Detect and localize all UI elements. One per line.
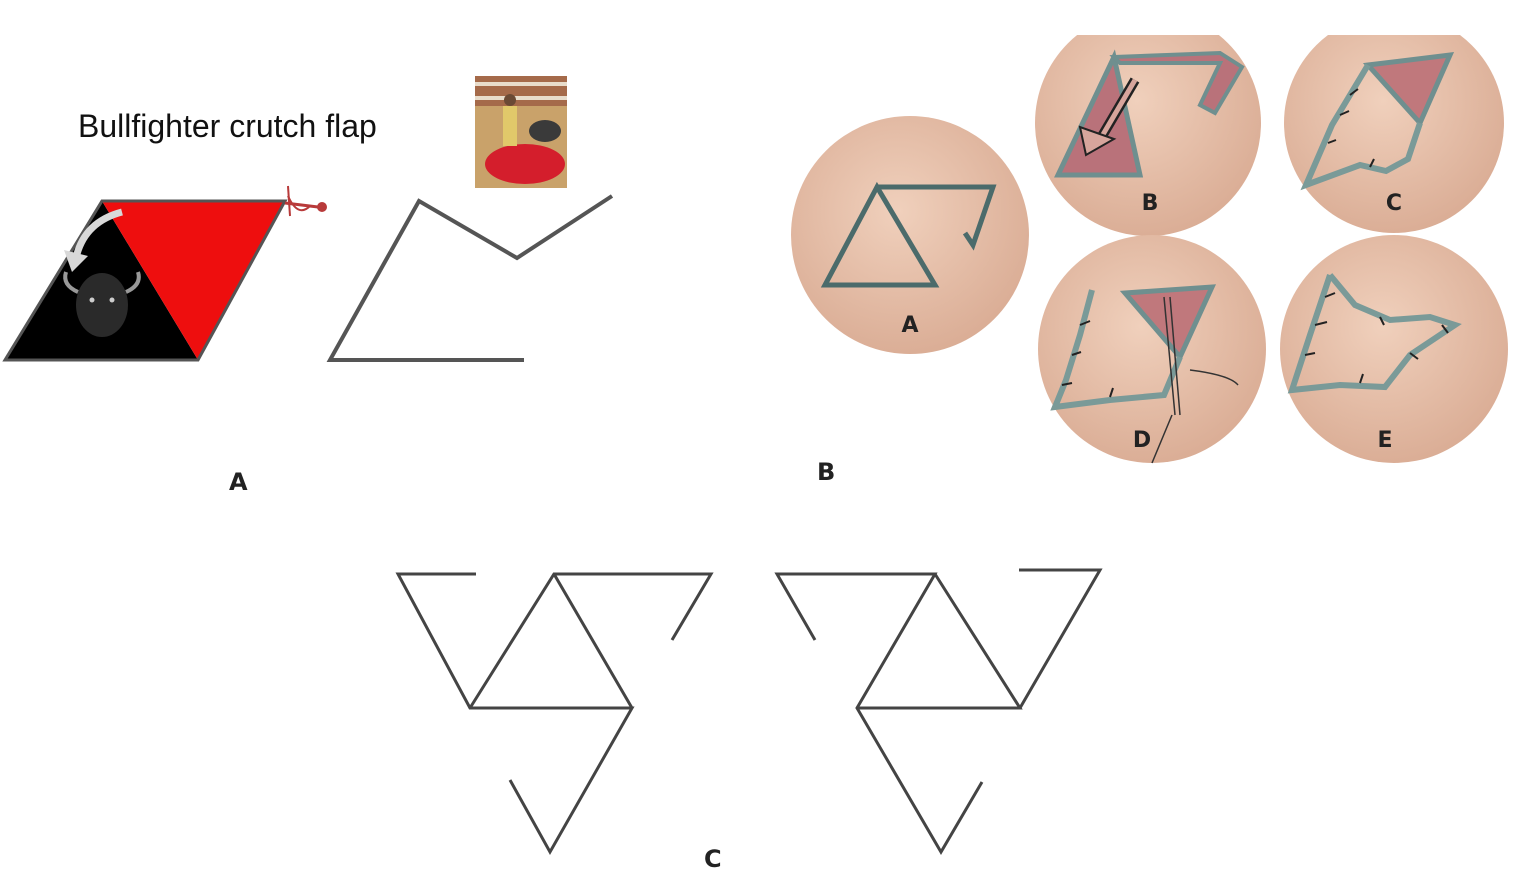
photo-d: D (1038, 235, 1266, 463)
photo-c: C (1284, 35, 1504, 233)
right-middle-incision (857, 574, 1020, 708)
photo-b-label: B (1142, 191, 1159, 216)
right-outer-incision (777, 574, 982, 852)
clinical-photo-panel: A B C D E (780, 35, 1513, 475)
photo-d-label: D (1133, 428, 1151, 453)
right-upper-incision (1019, 570, 1100, 708)
flap-illustration (0, 0, 340, 380)
incision-line-diagram (320, 185, 620, 375)
bullfighter-photo (475, 76, 567, 188)
left-inner-incision (554, 574, 632, 708)
photo-e-label: E (1377, 428, 1392, 453)
photo-a: A (791, 116, 1029, 354)
left-upper-incision (470, 574, 711, 708)
z-incision-line (330, 196, 612, 360)
left-outer-incision (398, 574, 632, 852)
photo-c-label: C (1386, 191, 1402, 216)
photo-b: B (1035, 35, 1261, 236)
photo-a-label: A (901, 313, 918, 338)
photo-e: E (1280, 235, 1508, 463)
panel-label-a: A (229, 468, 248, 496)
multi-flap-diagram (380, 560, 1120, 860)
right-multi-flap (777, 570, 1100, 852)
left-multi-flap (398, 574, 711, 852)
